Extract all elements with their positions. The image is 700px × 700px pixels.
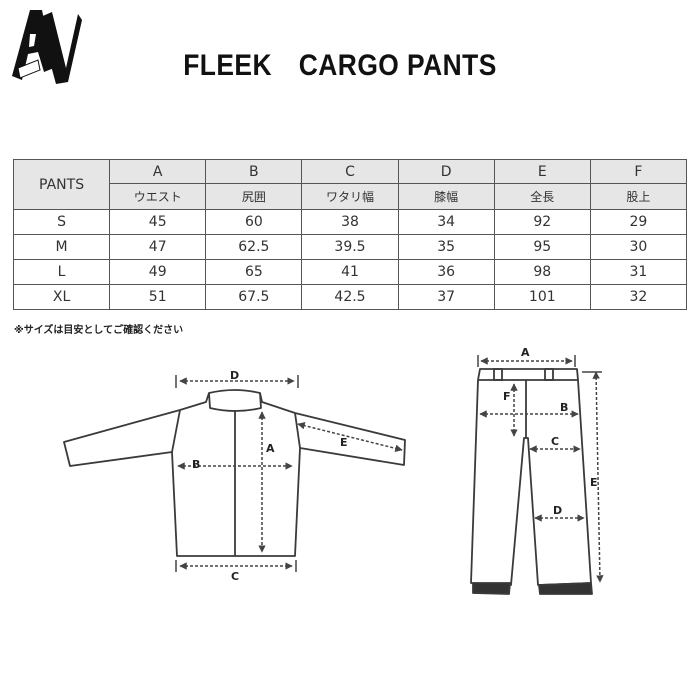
table-cell: 65: [205, 259, 303, 285]
jacket-label-b: B: [192, 458, 200, 471]
column-letter: B: [205, 159, 303, 184]
table-row: S 45 60 38 34 92 29: [12, 209, 688, 235]
table-cell: 35: [397, 234, 495, 260]
pants-label-b: B: [560, 401, 568, 414]
table-row: L 49 65 41 36 98 31: [12, 259, 688, 285]
column-name: 全長: [493, 183, 591, 210]
table-cell: 29: [589, 209, 688, 235]
table-cell: 38: [301, 209, 399, 235]
table-cell: 101: [493, 284, 591, 310]
table-cell: 98: [493, 259, 591, 285]
page-title: FLEEK CARGO PANTS: [183, 49, 497, 82]
pants-measure-lines: [477, 355, 604, 583]
table-cell: 32: [589, 284, 688, 310]
pants-label-e: E: [590, 476, 598, 489]
size-note: ※サイズは目安としてご確認ください: [14, 325, 184, 336]
table-cell: 31: [589, 259, 688, 285]
column-letter: E: [493, 159, 591, 184]
table-row: XL 51 67.5 42.5 37 101 32: [12, 284, 688, 310]
pants-diagram: [470, 368, 593, 595]
column-name: 股上: [589, 183, 688, 210]
jacket-label-d: D: [230, 369, 239, 382]
table-cell: 34: [397, 209, 495, 235]
table-cell: 37: [397, 284, 495, 310]
brand-logo: [12, 10, 82, 84]
column-name: ワタリ幅: [301, 183, 399, 210]
column-name: ウエスト: [109, 183, 207, 210]
pants-label-d: D: [553, 504, 562, 517]
jacket-label-c: C: [231, 570, 239, 583]
pants-label-f: F: [503, 390, 511, 403]
jacket-measure-lines: [175, 375, 403, 572]
pants-label-a: A: [521, 346, 530, 359]
jacket-label-a: A: [266, 442, 275, 455]
size-table: PANTS A B C D E F ウエスト 尻囲 ワタリ幅 膝幅 全長 股上 …: [12, 159, 688, 310]
jacket-label-e: E: [340, 436, 348, 449]
size-label: M: [12, 234, 111, 260]
pants-label-c: C: [551, 435, 559, 448]
column-letter: C: [301, 159, 399, 184]
jacket-diagram: [63, 389, 406, 557]
table-cell: 36: [397, 259, 495, 285]
table-cell: 62.5: [205, 234, 303, 260]
size-label: XL: [12, 284, 111, 310]
